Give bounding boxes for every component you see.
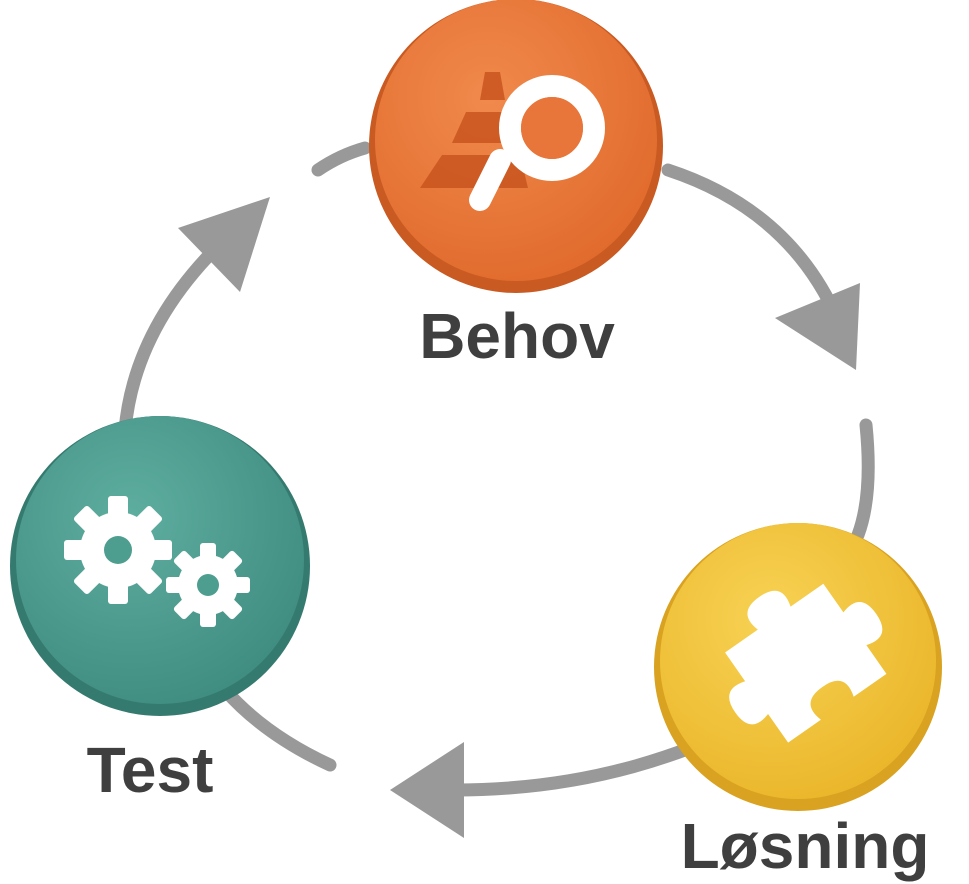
arrow-test-to-behov [118, 141, 372, 772]
node-losning: Løsning [654, 523, 942, 882]
pyramid-magnifier-icon [420, 72, 605, 211]
arrow-losning-to-test [390, 418, 875, 838]
node-test: Test [10, 416, 310, 806]
node-losning-label: Løsning [681, 810, 930, 882]
node-behov: Behov [369, 0, 663, 372]
gears-icon [64, 496, 250, 627]
puzzle-piece-icon [725, 583, 887, 743]
arrow-behov-to-losning [661, 163, 860, 370]
node-test-label: Test [87, 734, 214, 806]
node-behov-label: Behov [419, 300, 615, 372]
